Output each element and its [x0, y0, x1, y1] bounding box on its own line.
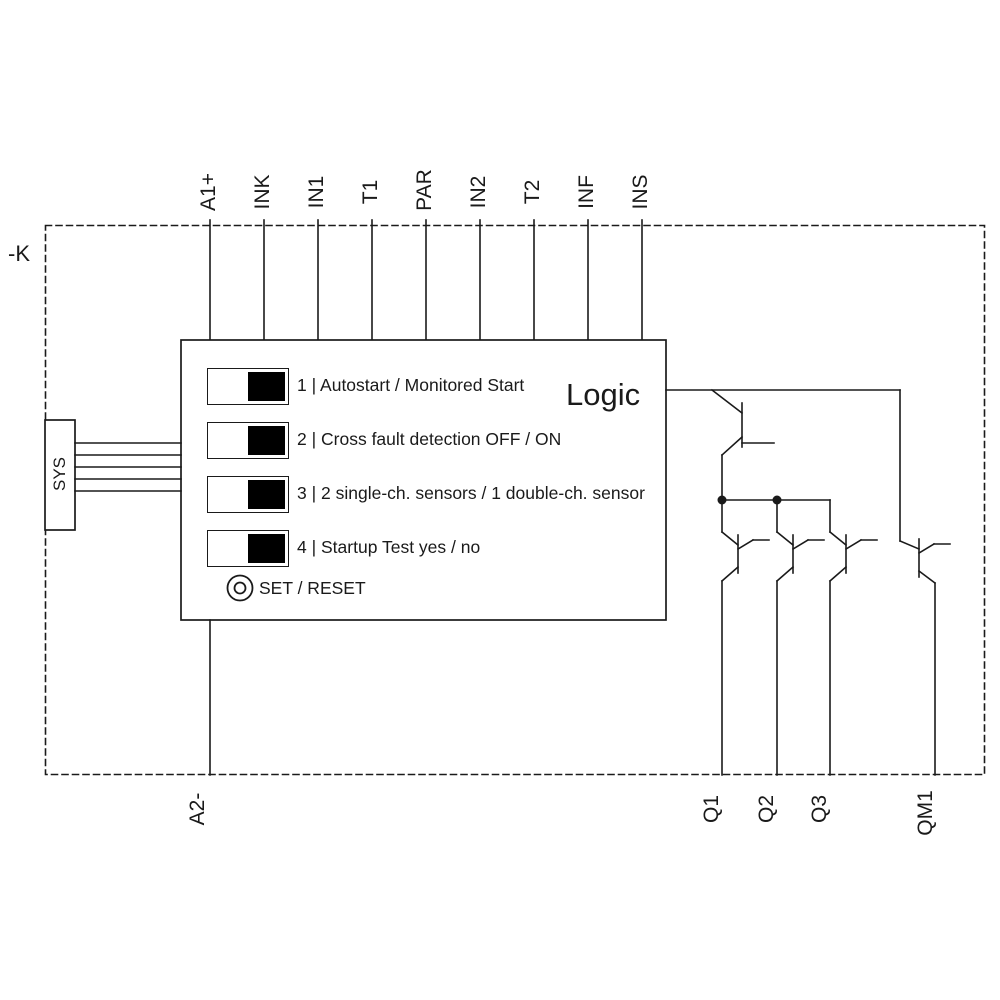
output-transistor-q1: [720, 499, 770, 776]
terminal-label-q2: Q2: [755, 794, 778, 824]
terminal-label-t1: T1: [359, 179, 382, 205]
output-control-lines: [665, 389, 901, 542]
terminal-label-inf: INF: [575, 175, 598, 209]
output-rail: [717, 495, 831, 505]
set-reset-button-icon: [226, 574, 254, 602]
terminal-label-q1: Q1: [700, 794, 723, 824]
device-reference-label: -K: [8, 241, 30, 266]
terminal-label-a2-minus: A2-: [186, 792, 209, 826]
dip-switch-label-4: 4 | Startup Test yes / no: [297, 537, 481, 557]
terminal-label-a1-plus: A1+: [197, 173, 220, 211]
top-terminal-lines: [209, 219, 643, 341]
sys-port-box: [44, 419, 76, 531]
dip-switch-label-3: 3 | 2 single-ch. sensors / 1 double-ch. …: [297, 483, 645, 503]
output-transistor-q3: [828, 499, 878, 776]
dip-switch-2: [207, 422, 289, 459]
sys-label: SYS: [50, 456, 69, 492]
dip-switch-label-1: 1 | Autostart / Monitored Start: [297, 375, 525, 395]
terminal-label-ins: INS: [629, 174, 652, 210]
terminal-label-in2: IN2: [467, 175, 490, 209]
dip-switch-4: [207, 530, 289, 567]
dip-switch-4-position: [248, 534, 285, 563]
dip-switch-2-position: [248, 426, 285, 455]
dip-switch-label-2: 2 | Cross fault detection OFF / ON: [297, 429, 562, 449]
sys-connection-lines: [74, 442, 182, 492]
set-reset-label: SET / RESET: [259, 578, 366, 598]
driver-transistor: [710, 388, 775, 501]
terminal-label-t2: T2: [521, 179, 544, 205]
logic-title: Logic: [566, 377, 641, 412]
output-transistor-q2: [775, 499, 825, 776]
terminal-label-qm1: QM1: [914, 790, 937, 836]
dip-switch-1: [207, 368, 289, 405]
terminal-label-q3: Q3: [808, 794, 831, 824]
dip-switch-3-position: [248, 480, 285, 509]
dip-switch-1-position: [248, 372, 285, 401]
dip-switch-3: [207, 476, 289, 513]
terminal-label-in1: IN1: [305, 175, 328, 209]
output-transistor-qm1: [898, 538, 951, 776]
terminal-label-ink: INK: [251, 174, 274, 210]
terminal-label-par: PAR: [413, 169, 436, 211]
